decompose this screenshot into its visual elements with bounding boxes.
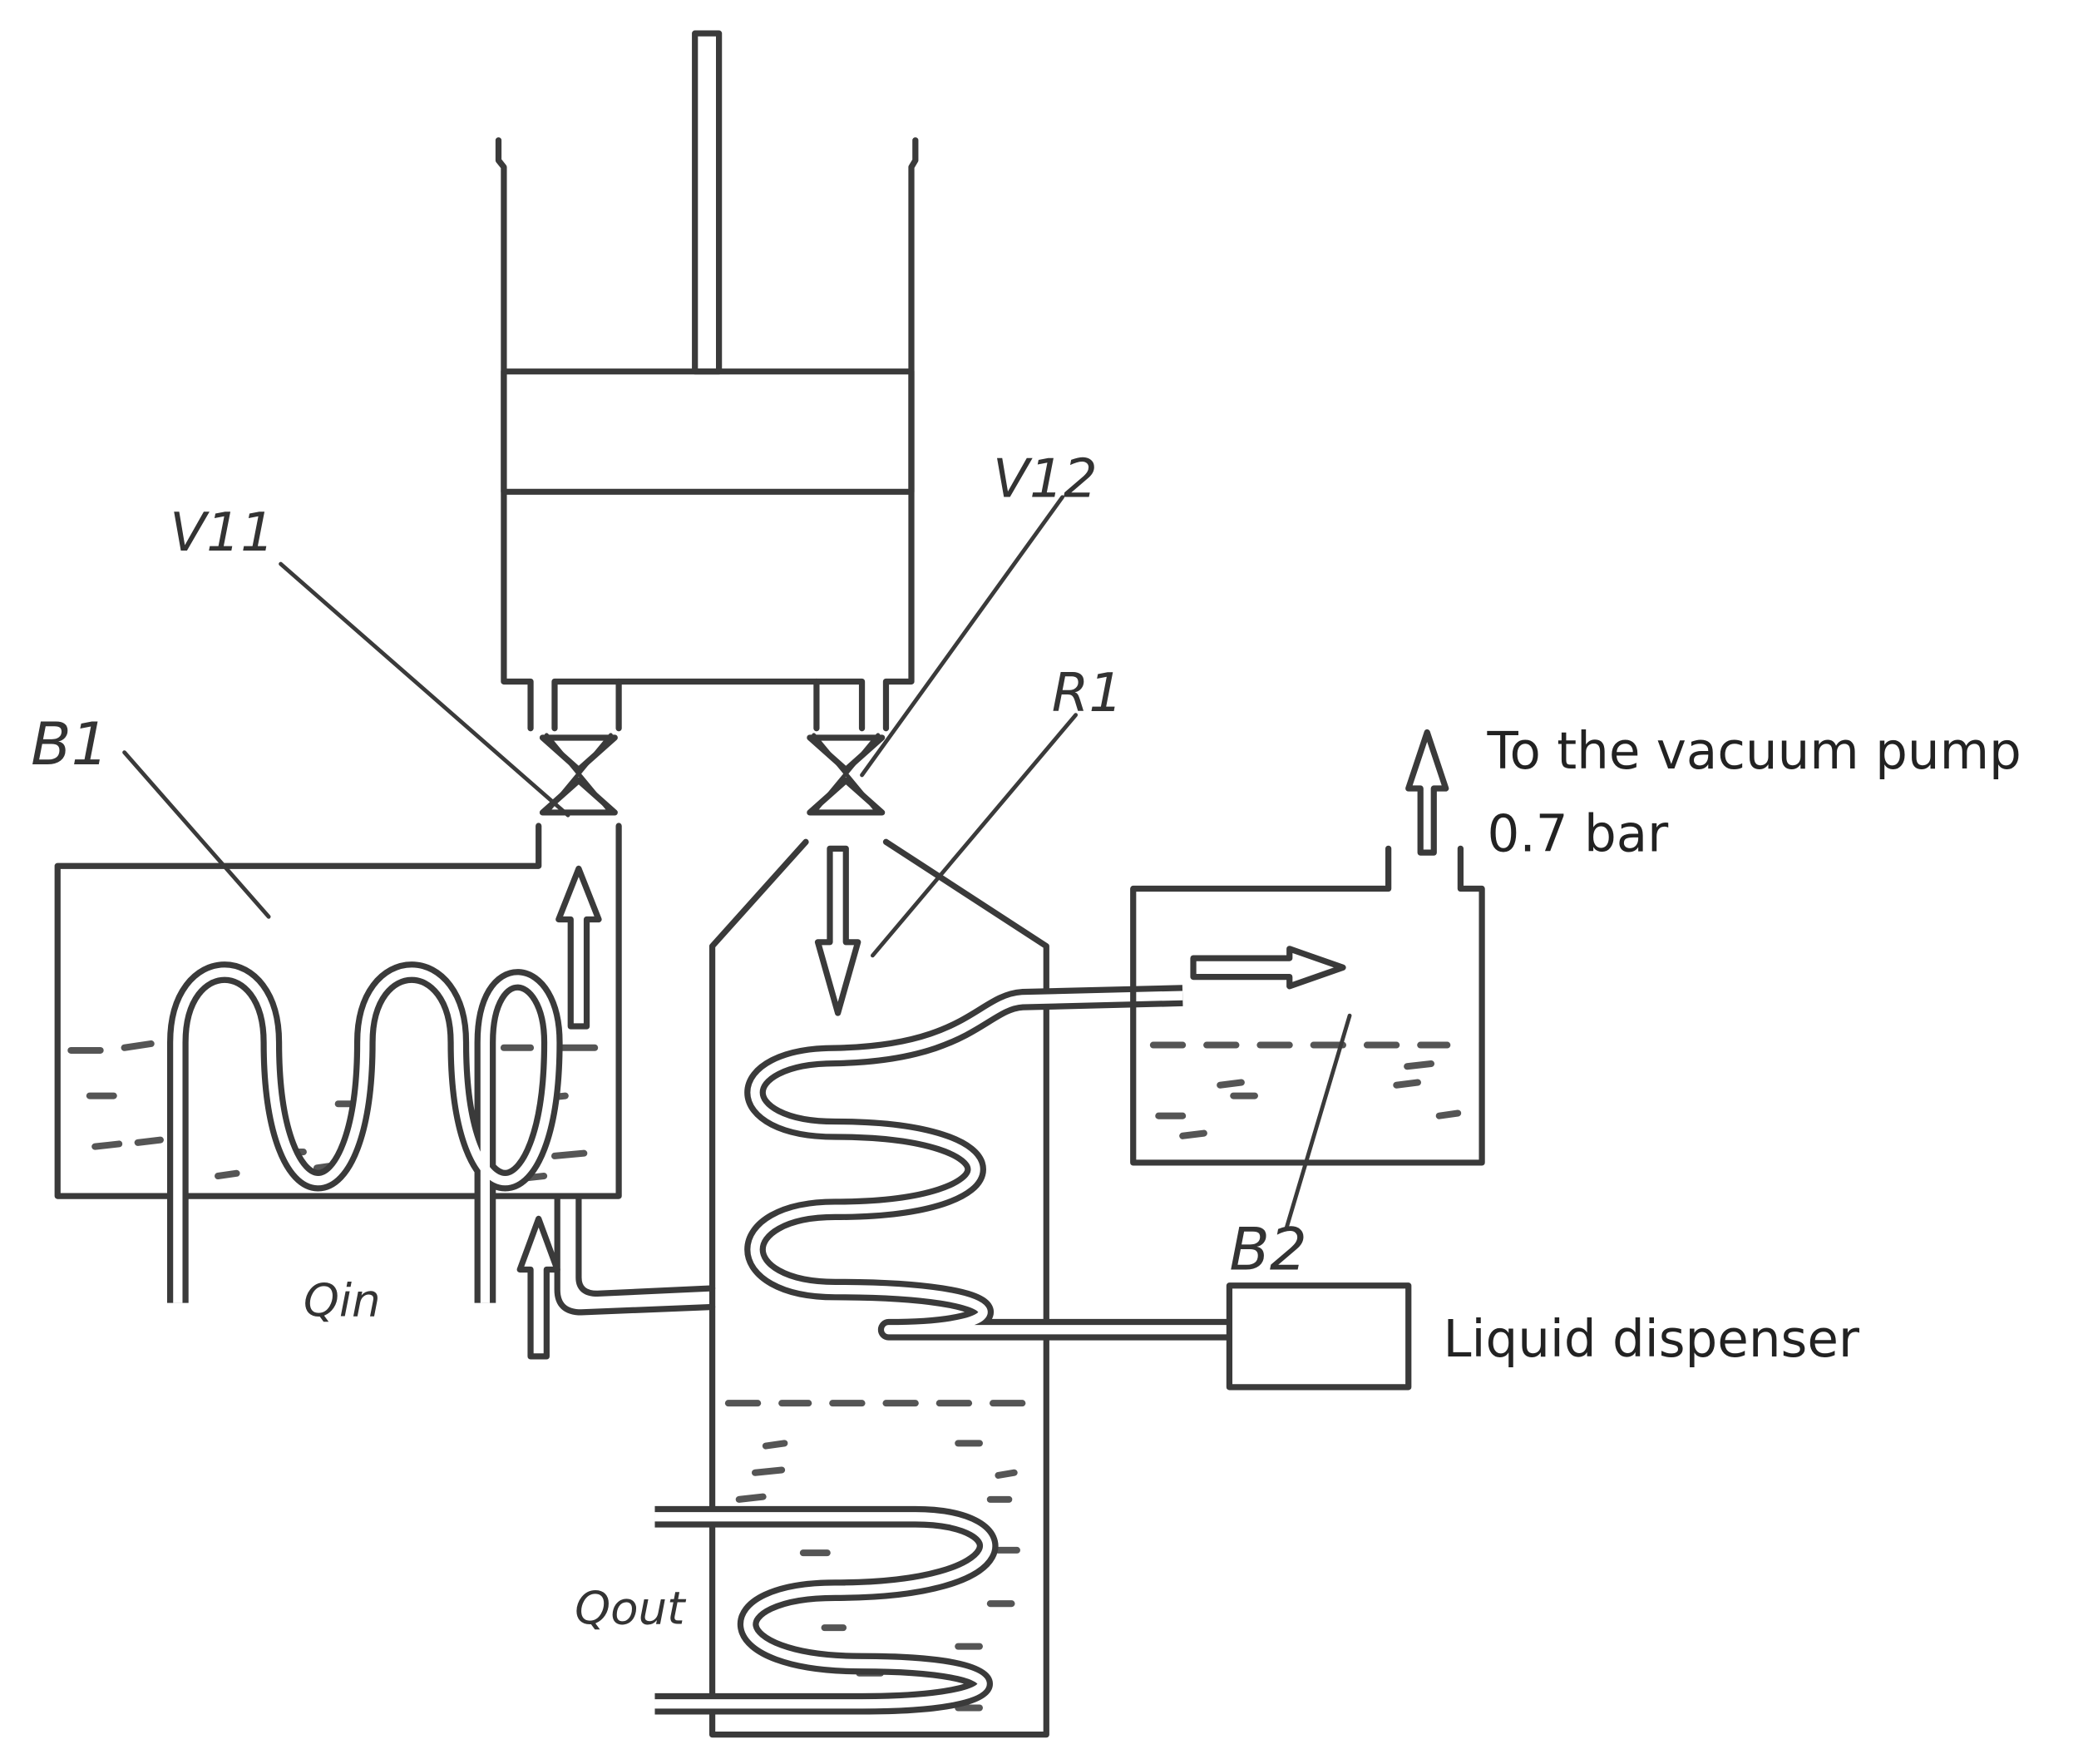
r1-cooling-coil [654,1505,999,1715]
label-b2: B2 [1229,1214,1306,1283]
piston-cylinder [495,137,919,732]
b2-flow-right-arrow [1190,946,1346,990]
label-q-in: Qin [304,1274,381,1327]
label-r1: R1 [1052,662,1123,724]
piston-rod [692,30,723,375]
b1-flow-up-arrow [555,865,602,1030]
b1-heating-coil [167,961,563,1303]
liquid-dispenser-box [1226,1282,1412,1391]
label-q-out: Qout [575,1581,687,1634]
piston-head [501,368,915,495]
label-liquid-dispenser: Liquid dispenser [1444,1310,1860,1369]
b2-liquid-level [1149,1041,1462,1139]
r1-liquid-level [724,1400,1026,1714]
r1-condenser-coil [744,985,1230,1341]
label-v12: V12 [993,448,1098,511]
valve-v12 [810,735,882,813]
inlet-flow-up-arrow [516,1215,560,1360]
label-v11: V11 [170,502,274,564]
label-vacuum-pump: To the vacuum pump [1487,722,2021,781]
reactor-r1 [708,838,1049,1738]
r1-flow-down-arrow [814,845,861,1016]
leader-lines [122,495,1352,1229]
tank-b1 [54,823,716,1316]
vacuum-outlet-up-arrow [1405,729,1449,856]
label-vacuum-pressure: 0.7 bar [1488,805,1670,864]
label-b1: B1 [31,709,108,778]
